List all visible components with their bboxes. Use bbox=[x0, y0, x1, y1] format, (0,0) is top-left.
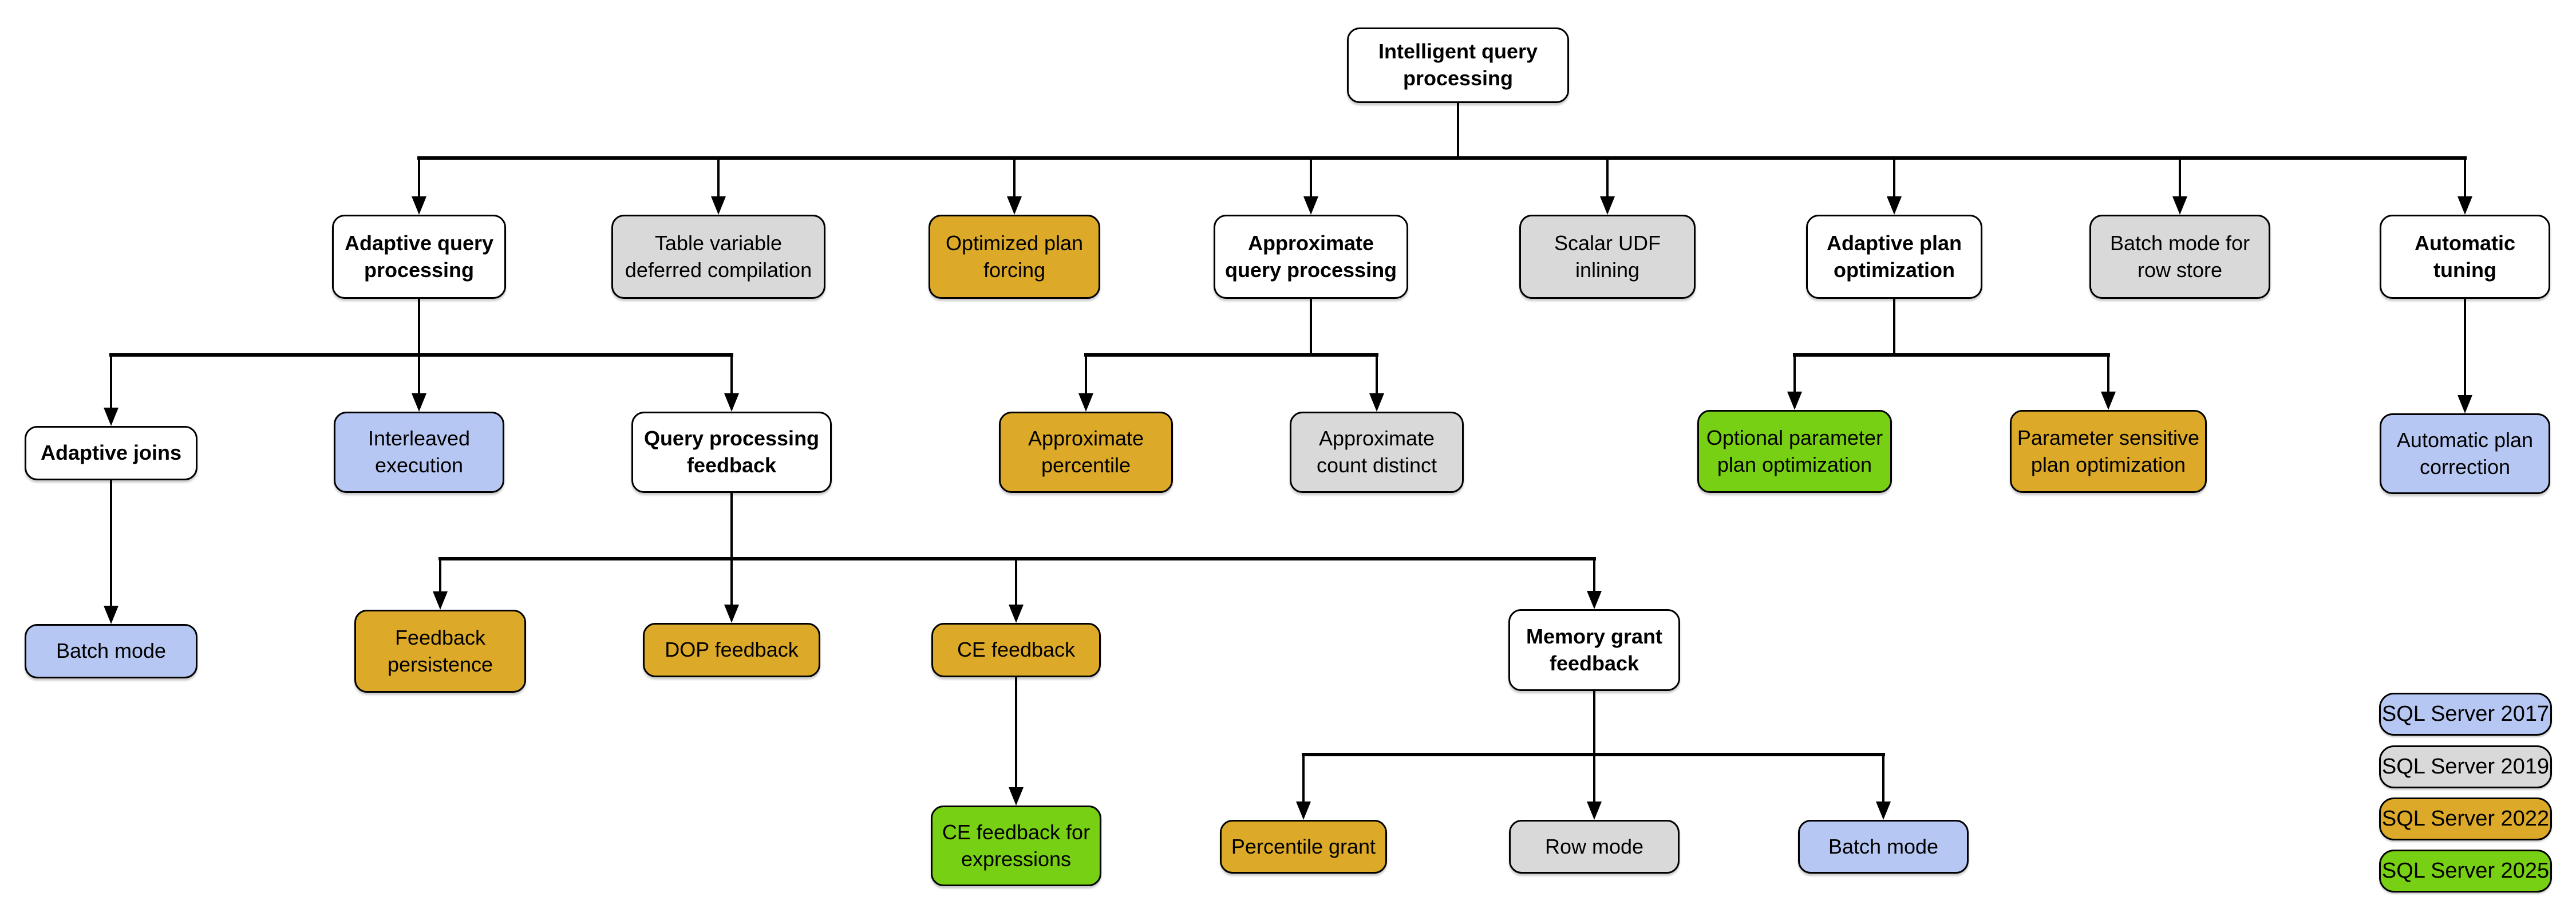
node-label: Parameter sensitive plan optimization bbox=[2017, 425, 2200, 476]
arrow-down-icon bbox=[1887, 196, 1902, 215]
node-fp: Feedback persistence bbox=[354, 610, 526, 693]
node-opf: Optimized plan forcing bbox=[929, 215, 1100, 299]
node-label: Table variable deferred compilation bbox=[625, 231, 812, 282]
node-label: Interleaved execution bbox=[368, 427, 471, 477]
legend-item-sql-server-2017: SQL Server 2017 bbox=[2379, 693, 2552, 736]
arrow-down-icon bbox=[1296, 802, 1311, 820]
arrow-down-icon bbox=[104, 606, 118, 624]
arrow-down-icon bbox=[724, 393, 739, 412]
node-label: Batch mode bbox=[56, 639, 167, 663]
arrow-down-icon bbox=[1587, 591, 1602, 609]
node-label: Optional parameter plan optimization bbox=[1706, 425, 1883, 476]
node-iqp: Intelligent query processing bbox=[1347, 27, 1569, 103]
node-cfe: CE feedback for expressions bbox=[931, 806, 1101, 886]
arrow-down-icon bbox=[724, 605, 739, 623]
node-label: Optimized plan forcing bbox=[945, 231, 1084, 282]
node-label: Percentile grant bbox=[1231, 834, 1376, 858]
node-label: Intelligent query processing bbox=[1378, 40, 1538, 90]
arrow-down-icon bbox=[412, 393, 426, 412]
node-pg: Percentile grant bbox=[1220, 820, 1387, 874]
node-apct: Approximate percentile bbox=[999, 412, 1173, 493]
node-label: Automatic tuning bbox=[2414, 231, 2515, 282]
node-ie: Interleaved execution bbox=[334, 412, 504, 493]
node-label: Automatic plan correction bbox=[2396, 428, 2534, 479]
node-aj: Adaptive joins bbox=[25, 426, 197, 480]
arrow-down-icon bbox=[711, 196, 726, 215]
arrow-down-icon bbox=[1587, 802, 1602, 820]
node-label: Row mode bbox=[1544, 834, 1644, 858]
node-label: Adaptive plan optimization bbox=[1826, 231, 1962, 282]
node-bm2: Batch mode bbox=[1798, 820, 1969, 874]
arrow-down-icon bbox=[1009, 787, 1024, 806]
node-apo: Adaptive plan optimization bbox=[1806, 215, 1982, 299]
node-acd: Approximate count distinct bbox=[1290, 412, 1464, 493]
node-apc: Automatic plan correction bbox=[2380, 413, 2550, 494]
arrow-down-icon bbox=[2101, 392, 2116, 410]
legend-item-label: SQL Server 2017 bbox=[2381, 702, 2550, 726]
legend-item-label: SQL Server 2022 bbox=[2381, 807, 2550, 831]
node-label: Batch mode bbox=[1828, 834, 1939, 858]
node-dop: DOP feedback bbox=[643, 623, 820, 677]
arrow-down-icon bbox=[1787, 392, 1802, 410]
arrow-down-icon bbox=[2458, 196, 2472, 215]
node-label: Scalar UDF inlining bbox=[1554, 231, 1661, 282]
node-bmrs: Batch mode for row store bbox=[2089, 215, 2270, 299]
node-label: Approximate query processing bbox=[1224, 231, 1397, 282]
node-aqproc: Approximate query processing bbox=[1214, 215, 1408, 299]
node-bm1: Batch mode bbox=[25, 624, 197, 678]
node-label: Adaptive query processing bbox=[344, 231, 494, 282]
node-label: Memory grant feedback bbox=[1526, 624, 1663, 675]
arrow-down-icon bbox=[1007, 196, 1022, 215]
node-tvdc: Table variable deferred compilation bbox=[611, 215, 825, 299]
arrow-down-icon bbox=[433, 591, 448, 610]
node-label: CE feedback bbox=[957, 638, 1076, 662]
arrow-down-icon bbox=[1876, 802, 1891, 820]
node-oppo: Optional parameter plan optimization bbox=[1697, 410, 1892, 493]
legend-item-sql-server-2019: SQL Server 2019 bbox=[2379, 745, 2552, 788]
node-pspo: Parameter sensitive plan optimization bbox=[2010, 410, 2207, 493]
node-aqp: Adaptive query processing bbox=[332, 215, 506, 299]
node-label: Batch mode for row store bbox=[2109, 231, 2250, 282]
node-label: Feedback persistence bbox=[387, 625, 493, 676]
legend-item-sql-server-2022: SQL Server 2022 bbox=[2379, 797, 2552, 840]
arrow-down-icon bbox=[412, 196, 426, 215]
node-rm: Row mode bbox=[1509, 820, 1680, 874]
legend-item-label: SQL Server 2025 bbox=[2381, 859, 2550, 883]
node-label: Approximate count distinct bbox=[1316, 427, 1437, 477]
legend-item-label: SQL Server 2019 bbox=[2381, 755, 2550, 779]
node-qpf: Query processing feedback bbox=[631, 412, 832, 493]
arrow-down-icon bbox=[1078, 393, 1093, 412]
node-at: Automatic tuning bbox=[2380, 215, 2550, 299]
arrow-down-icon bbox=[104, 408, 118, 426]
arrow-down-icon bbox=[2458, 395, 2472, 413]
node-label: Approximate percentile bbox=[1028, 427, 1144, 477]
arrow-down-icon bbox=[1369, 393, 1384, 412]
arrow-down-icon bbox=[2172, 196, 2187, 215]
legend-item-sql-server-2025: SQL Server 2025 bbox=[2379, 850, 2552, 893]
arrow-down-icon bbox=[1600, 196, 1615, 215]
arrow-down-icon bbox=[1303, 196, 1318, 215]
node-ce: CE feedback bbox=[931, 623, 1101, 677]
node-label: Query processing feedback bbox=[643, 427, 820, 477]
node-label: DOP feedback bbox=[665, 638, 799, 662]
arrow-down-icon bbox=[1009, 605, 1024, 623]
node-sudf: Scalar UDF inlining bbox=[1519, 215, 1696, 299]
node-label: Adaptive joins bbox=[40, 441, 182, 465]
node-label: CE feedback for expressions bbox=[942, 820, 1091, 871]
node-mgf: Memory grant feedback bbox=[1508, 609, 1680, 691]
